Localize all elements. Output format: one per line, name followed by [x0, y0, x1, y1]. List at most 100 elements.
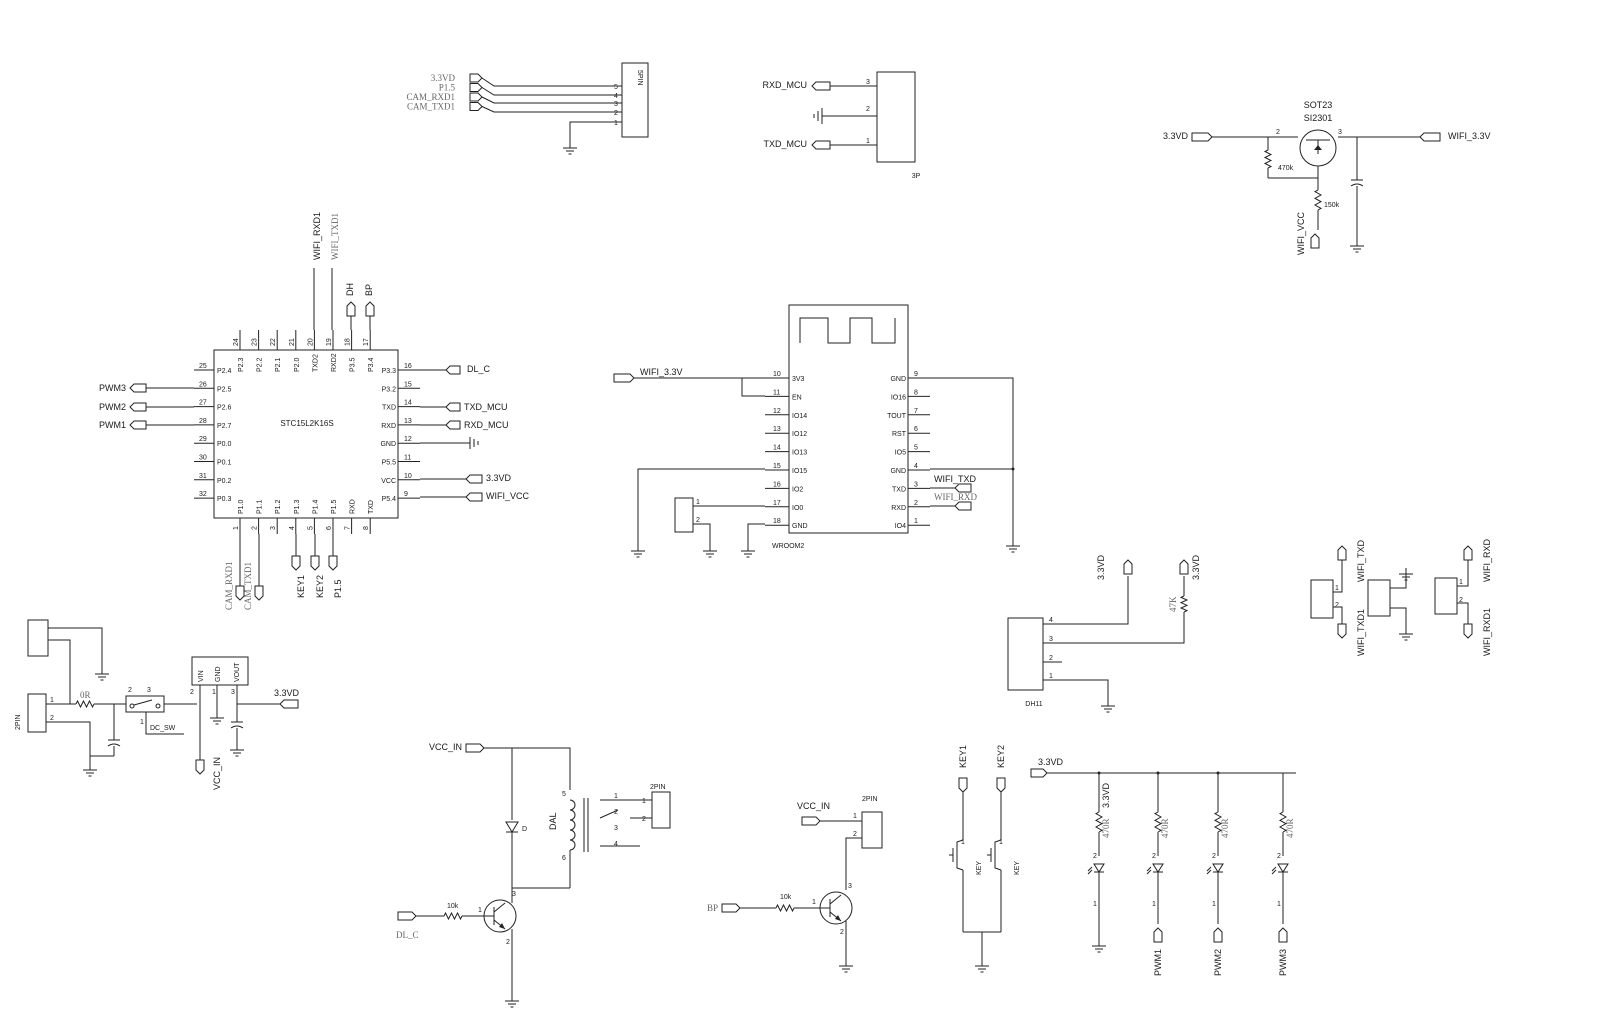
pin-name: P1.3	[294, 499, 301, 514]
net-3v3vd: 3.3VD	[486, 473, 512, 483]
pin-number: 2	[252, 526, 259, 530]
pin-name: P5.4	[382, 496, 397, 503]
net-pwm3: PWM3	[1278, 949, 1288, 976]
pin-number: 8	[914, 389, 918, 396]
pin-name: GND	[380, 441, 396, 448]
net-port-icon	[996, 777, 1006, 793]
pin-number: 1	[812, 899, 816, 906]
resistor-value: 47K	[1168, 596, 1178, 612]
net-port-icon	[1337, 545, 1347, 561]
pin-name: P0.2	[217, 478, 232, 485]
pin-number: 2	[1212, 853, 1216, 860]
pin-number: 12	[404, 436, 412, 443]
net-port-icon	[469, 73, 483, 83]
pin-number: 32	[199, 491, 207, 498]
net-3v3vd: 3.3VD	[1191, 554, 1201, 580]
pin-number: 14	[773, 445, 781, 452]
capacitor-icon	[230, 721, 244, 729]
pin-number: 2	[1277, 853, 1281, 860]
net-port-icon	[801, 816, 821, 826]
pin-number: 29	[199, 436, 207, 443]
pin-name: P2.1	[275, 357, 282, 372]
resistor-value: 470R	[1160, 818, 1170, 838]
net-port-icon	[811, 140, 831, 150]
pin-number: 1	[614, 793, 618, 800]
ground-icon	[563, 142, 577, 155]
pin-number: 4	[1049, 617, 1053, 624]
pin-number: 31	[199, 473, 207, 480]
pin-number: 2	[1459, 597, 1463, 604]
relay-name: DAL	[548, 812, 558, 830]
resistor-icon	[1213, 811, 1223, 833]
capacitor-icon	[107, 739, 121, 747]
net-port-icon	[328, 555, 338, 571]
pin-name: IO4	[895, 523, 906, 530]
pin-name: P0.1	[217, 460, 232, 467]
pin-number: 26	[199, 381, 207, 388]
ground-icon	[505, 995, 519, 1008]
pin-name: EN	[792, 394, 802, 401]
net-dh: DH	[345, 283, 355, 296]
part-name: SI2301	[1304, 113, 1333, 123]
net-port-icon	[445, 365, 461, 375]
pin-name: TXD	[368, 500, 375, 514]
net-port-icon	[310, 555, 320, 571]
pin-number: 20	[307, 338, 314, 346]
pin-name: RXD	[891, 505, 906, 512]
pin-number: 1	[1152, 901, 1156, 908]
net-port-icon	[954, 483, 972, 493]
resistor-value: 470R	[1220, 818, 1230, 838]
pin-number: 7	[914, 408, 918, 415]
pin-number: 1	[1459, 579, 1463, 586]
pin-number: 22	[270, 338, 277, 346]
pin-number: 2	[190, 689, 194, 696]
pin-number: 28	[199, 418, 207, 425]
net-port-icon	[465, 474, 483, 484]
pin-number: 3	[147, 687, 151, 694]
npn-transistor-icon	[483, 899, 517, 933]
pin-name: P2.6	[217, 405, 232, 412]
pin-number: 5	[307, 526, 314, 530]
connector-label: 2PIN	[15, 714, 22, 730]
pin-number: 1	[233, 526, 240, 530]
net-port-icon	[613, 373, 635, 383]
resistor-value: 150k	[1324, 202, 1340, 209]
pin-number: 4	[289, 526, 296, 530]
pin-name: P0.3	[217, 496, 232, 503]
pin-name: TOUT	[887, 413, 907, 420]
pin-number: 1	[1277, 901, 1281, 908]
pin-number: 1	[914, 518, 918, 525]
pin-name: GND	[215, 666, 222, 682]
pin-number: 4	[914, 463, 918, 470]
pin-number: 21	[289, 338, 296, 346]
pin-name: VCC	[381, 478, 396, 485]
pin-name: IO14	[792, 413, 807, 420]
net-pwm1: PWM1	[99, 420, 126, 430]
pin-number: 1	[140, 719, 144, 726]
pin-number: 23	[252, 338, 259, 346]
net-txd-mcu: TXD_MCU	[763, 139, 807, 149]
pin-number: 18	[773, 518, 781, 525]
resistor-value: 470R	[1285, 818, 1295, 838]
pin-name: P2.7	[217, 423, 232, 430]
net-wifi-rxd1: WIFI_RXD1	[312, 212, 322, 260]
pin-number: 1	[1335, 585, 1339, 592]
pin-number: 2	[1152, 853, 1156, 860]
net-txd-mcu: TXD_MCU	[464, 402, 508, 412]
mcu-part-name: STC15L2K16S	[280, 419, 333, 428]
ground-icon	[703, 545, 717, 558]
pin-number: 27	[199, 400, 207, 407]
net-port-icon	[811, 81, 831, 91]
key-label: KEY	[1014, 861, 1021, 875]
pin-number: 3	[614, 101, 618, 108]
pin-number: 16	[773, 481, 781, 488]
pin-number: 3	[866, 79, 870, 86]
mcu-stc15l2k16s: STC15L2K16S24P2.323P2.222P2.121P2.020TXD…	[99, 212, 530, 610]
